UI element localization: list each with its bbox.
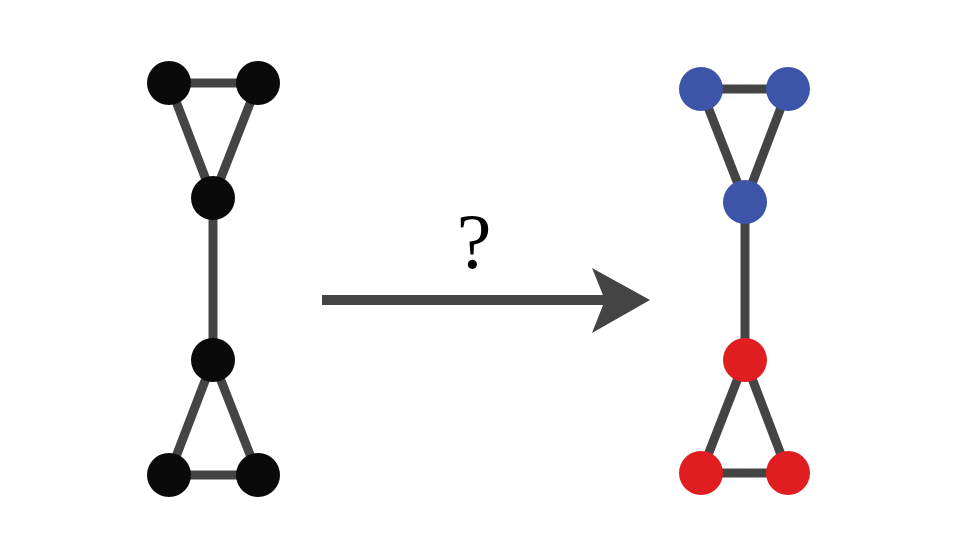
- graph-node: [679, 451, 723, 495]
- graph-node: [723, 338, 767, 382]
- graph-node: [147, 61, 191, 105]
- graph-node: [679, 67, 723, 111]
- graph-node: [236, 61, 280, 105]
- transformation-arrow: [322, 268, 650, 333]
- graph-node: [147, 453, 191, 497]
- graph-node: [191, 338, 235, 382]
- graph-node: [766, 451, 810, 495]
- arrow-question-mark: ?: [457, 198, 492, 285]
- output-graph: [679, 67, 810, 495]
- graphs-layer: [147, 61, 810, 497]
- input-graph: [147, 61, 280, 497]
- graph-node: [723, 180, 767, 224]
- graph-node: [191, 176, 235, 220]
- arrow-head: [592, 268, 650, 333]
- graph-node: [766, 67, 810, 111]
- graph-node: [236, 453, 280, 497]
